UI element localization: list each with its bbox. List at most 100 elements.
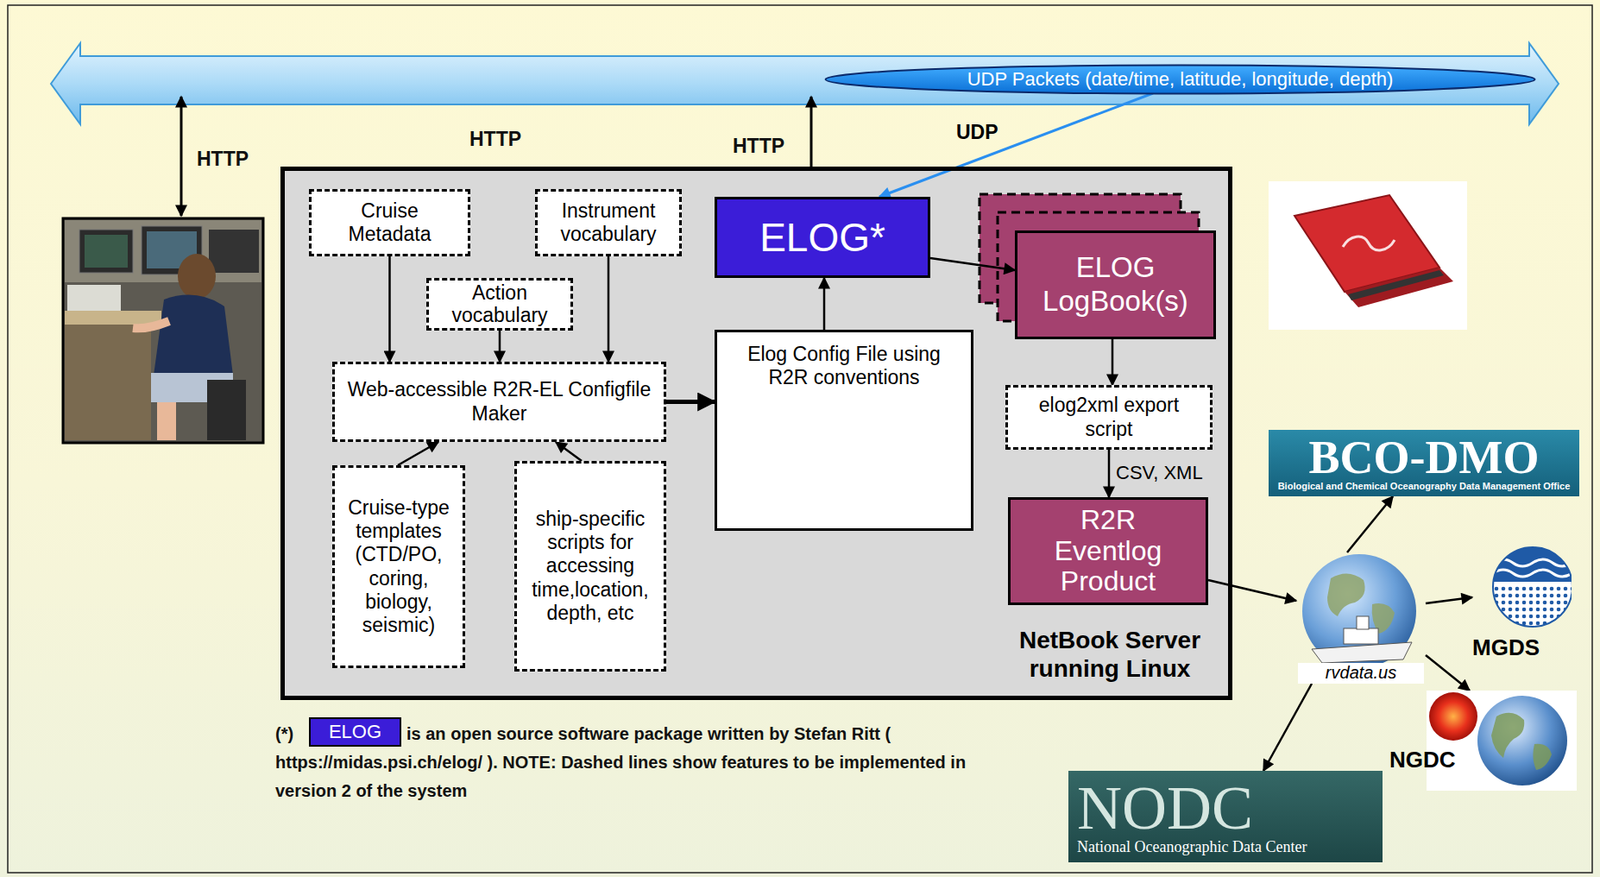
- mgds-logo-part-part: [1492, 569, 1572, 577]
- node-text: ELOG*: [759, 214, 886, 261]
- operator-photo-part: [67, 284, 121, 311]
- laptop-picture: [1268, 181, 1468, 330]
- mgds-logo-part: [1492, 547, 1572, 627]
- globe-ship-logo-part: [1343, 628, 1379, 644]
- rvdata-globe: rvdata.us: [1296, 552, 1426, 687]
- connector-arrow: [555, 441, 582, 461]
- connector-arrow: [1208, 579, 1297, 601]
- edge-label-holder: CSV, XML: [1115, 461, 1204, 485]
- planned-script-box: elog2xml export script: [1005, 384, 1213, 450]
- protocol-label: HTTP: [196, 147, 249, 172]
- edge-label: CSV, XML: [1115, 461, 1204, 485]
- http-link: [180, 96, 183, 216]
- laptop-picture-part: [1268, 181, 1468, 330]
- node-text: National Oceanographic Data Center: [1077, 838, 1307, 857]
- connector-arrow: [879, 93, 1153, 197]
- protocol-label-holder: HTTP: [196, 147, 249, 172]
- protocol-label-holder: HTTP: [469, 127, 522, 152]
- nodc-logo: NODCNational Oceanographic Data Center: [1068, 770, 1383, 863]
- node-text: Cruise-type templates (CTD/PO, coring, b…: [340, 496, 458, 637]
- node-text: Instrument vocabulary: [546, 199, 671, 246]
- connector-arrow: [607, 256, 611, 362]
- operator-photo-part: [177, 253, 216, 299]
- planned-script-box: ship-specific scripts for accessing time…: [514, 460, 667, 672]
- laptop-picture-part: [1342, 236, 1395, 251]
- udp-packet-ellipse: UDP Packets (date/time, latitude, longit…: [824, 63, 1537, 95]
- connector-arrow: [498, 330, 502, 362]
- node-text: NODC: [1077, 776, 1254, 839]
- connector-arrow: [1425, 655, 1470, 691]
- operator-photo-part: [64, 324, 152, 441]
- protocol-label-holder: HTTP: [732, 134, 785, 159]
- ngdc-logo-part: [1426, 690, 1577, 791]
- ngdc-logo-part: [1477, 695, 1568, 786]
- connector-arrow: [930, 258, 1015, 271]
- globe-ship-logo-part: [1327, 573, 1366, 617]
- footnote-text-holder: is an open source software package writt…: [275, 719, 983, 806]
- operator-photo-part: [207, 379, 246, 441]
- node-text: elog2xml export script: [1016, 393, 1202, 441]
- operator-photo: [62, 218, 264, 443]
- planned-input-box: Action vocabulary: [426, 277, 574, 331]
- mgds-logo-part: [1492, 547, 1572, 628]
- ngdc-logo: [1389, 690, 1577, 791]
- connector-arrow: [1347, 496, 1393, 553]
- node-text: R2R Eventlog Product: [1036, 504, 1180, 598]
- operator-photo-part: [208, 229, 259, 273]
- edge-label: UDP: [956, 120, 999, 145]
- globe-ship-logo-part: [1311, 642, 1412, 663]
- connector-arrow: [397, 441, 439, 466]
- planned-process-box: Web-accessible R2R-EL Configfile Maker: [332, 361, 667, 442]
- node-text: ELOG LogBook(s): [1024, 251, 1207, 319]
- connector-arrow: [823, 277, 826, 330]
- mgds-logo-part-part: [1492, 547, 1572, 582]
- node-text: Web-accessible R2R-EL Configfile Maker: [345, 377, 654, 425]
- connector-arrow: [1425, 597, 1473, 604]
- connector-arrow: [1108, 449, 1111, 498]
- connector-arrow: [388, 256, 391, 362]
- operator-photo-part: [132, 321, 170, 328]
- footnote-text: is an open source software package writt…: [275, 719, 983, 806]
- footnote-marker-holder: (*): [275, 719, 294, 749]
- node-text: ship-specific scripts for accessing time…: [522, 507, 659, 625]
- elog-box: ELOG*: [714, 196, 931, 278]
- ngdc-logo-part: [1532, 743, 1552, 770]
- protocol-label: HTTP: [732, 134, 785, 159]
- operator-photo-part: [62, 218, 264, 443]
- node-text: Cruise Metadata: [321, 199, 458, 246]
- laptop-picture-part: [1344, 267, 1454, 308]
- connector-arrow: [1263, 683, 1312, 771]
- globe-ship-logo-part: [1302, 554, 1417, 668]
- operator-photo-part: [153, 295, 234, 376]
- operator-photo-part: [79, 229, 133, 273]
- connector-arrow: [666, 399, 715, 404]
- operator-photo-part: [64, 220, 262, 283]
- node-text: Action vocabulary: [437, 282, 562, 327]
- server-frame: NetBook Server running Linux Cruise Metad…: [280, 166, 1233, 700]
- planned-template-box: Cruise-type templates (CTD/PO, coring, b…: [332, 465, 466, 668]
- server-panel: [280, 166, 1233, 700]
- operator-photo-part: [84, 234, 128, 268]
- mgds-logo-part-part: [1492, 559, 1572, 567]
- node-text: NetBook Server running Linux: [1001, 625, 1218, 684]
- edge-label-holder: UDP: [956, 120, 999, 145]
- operator-photo-part: [64, 310, 162, 325]
- mgds-logo-part: [1492, 547, 1572, 627]
- footnote-marker: (*): [275, 719, 294, 749]
- page-frame: [7, 5, 1593, 873]
- node-text: BCO-DMO: [1309, 434, 1540, 481]
- node-text: UDP Packets (date/time, latitude, longit…: [967, 68, 1394, 91]
- ngdc-logo-part: [1429, 692, 1478, 741]
- operator-photo-part: [157, 402, 177, 441]
- planned-input-box: Cruise Metadata: [308, 188, 471, 257]
- logbook-box: ELOG LogBook(s): [1014, 230, 1216, 340]
- mgds-logo-node: MGDS: [1472, 543, 1572, 662]
- udp-ellipse-shape-part: [825, 65, 1536, 95]
- network-band: [50, 43, 1559, 125]
- laptop-picture-part: [1348, 270, 1444, 301]
- ngdc-logo-part: [1491, 712, 1525, 758]
- config-file-box: Elog Config File using R2R conventions: [714, 329, 974, 531]
- ngdc-logo-node: NGDC: [1389, 690, 1577, 791]
- bcodmo-logo: BCO-DMOBiological and Chemical Oceanogra…: [1268, 429, 1580, 497]
